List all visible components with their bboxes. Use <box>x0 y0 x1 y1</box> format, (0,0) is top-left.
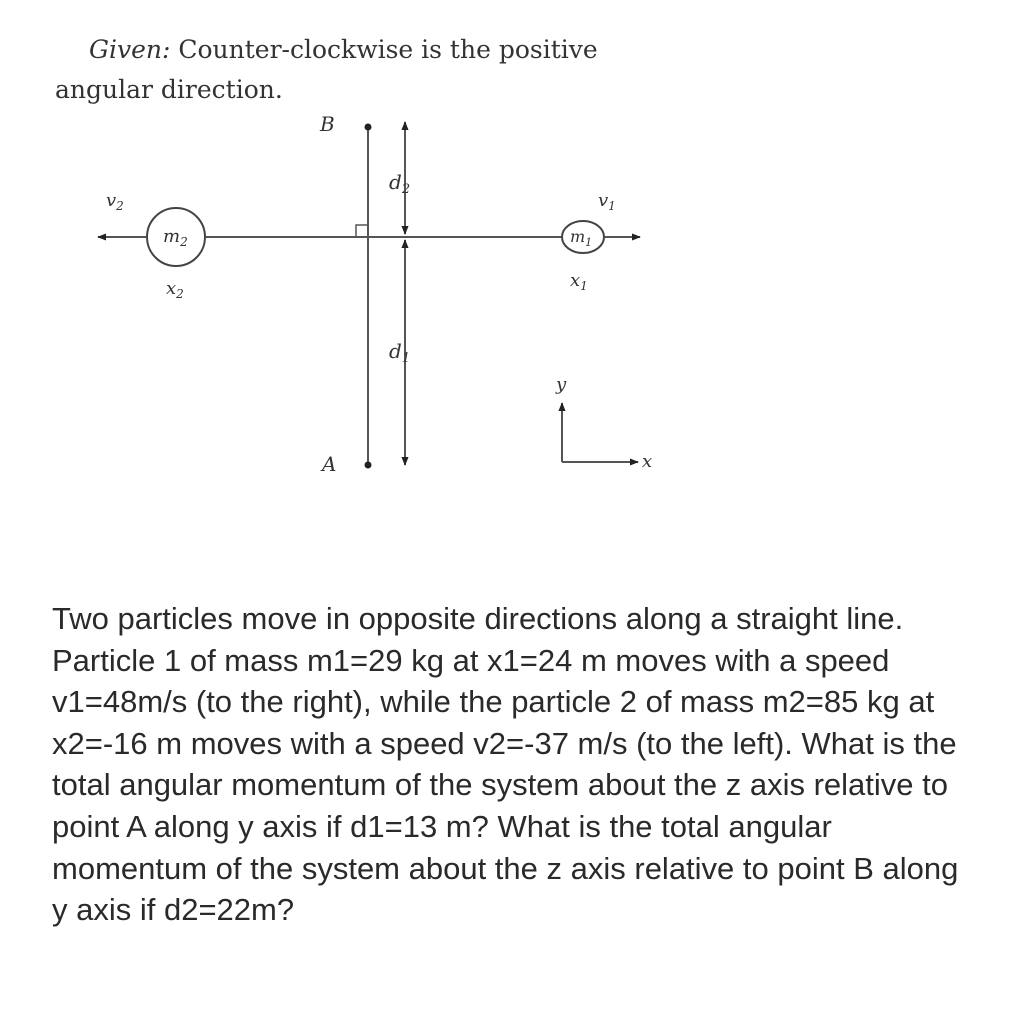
point-a-dot <box>364 461 372 469</box>
d2-label: d2 <box>389 170 410 197</box>
given-label: Given: <box>89 35 171 64</box>
x1-label: x1 <box>570 270 588 293</box>
point-b-label: B <box>319 112 335 136</box>
x2-label: x2 <box>166 278 184 301</box>
particle-m1 <box>561 220 605 254</box>
x-axis-label: x <box>642 451 652 472</box>
given-text: Counter-clockwise is the positive angula… <box>55 35 598 104</box>
point-b-dot <box>364 123 372 131</box>
given-statement: Given: Counter-clockwise is the positive… <box>55 30 695 110</box>
angular-momentum-diagram: B A d2 d1 m2 v2 x2 m1 v1 x1 y x <box>97 112 652 476</box>
v2-label: v2 <box>106 190 124 213</box>
particle-m2 <box>146 207 206 267</box>
point-a-label: A <box>320 452 336 476</box>
v1-label: v1 <box>598 190 616 213</box>
problem-statement: Two particles move in opposite direction… <box>52 601 959 928</box>
y-axis-label: y <box>555 374 567 395</box>
d1-label: d1 <box>389 339 410 366</box>
m2-label: m2 <box>163 226 188 249</box>
m1-label: m1 <box>570 227 592 249</box>
right-angle-marker <box>355 224 368 237</box>
